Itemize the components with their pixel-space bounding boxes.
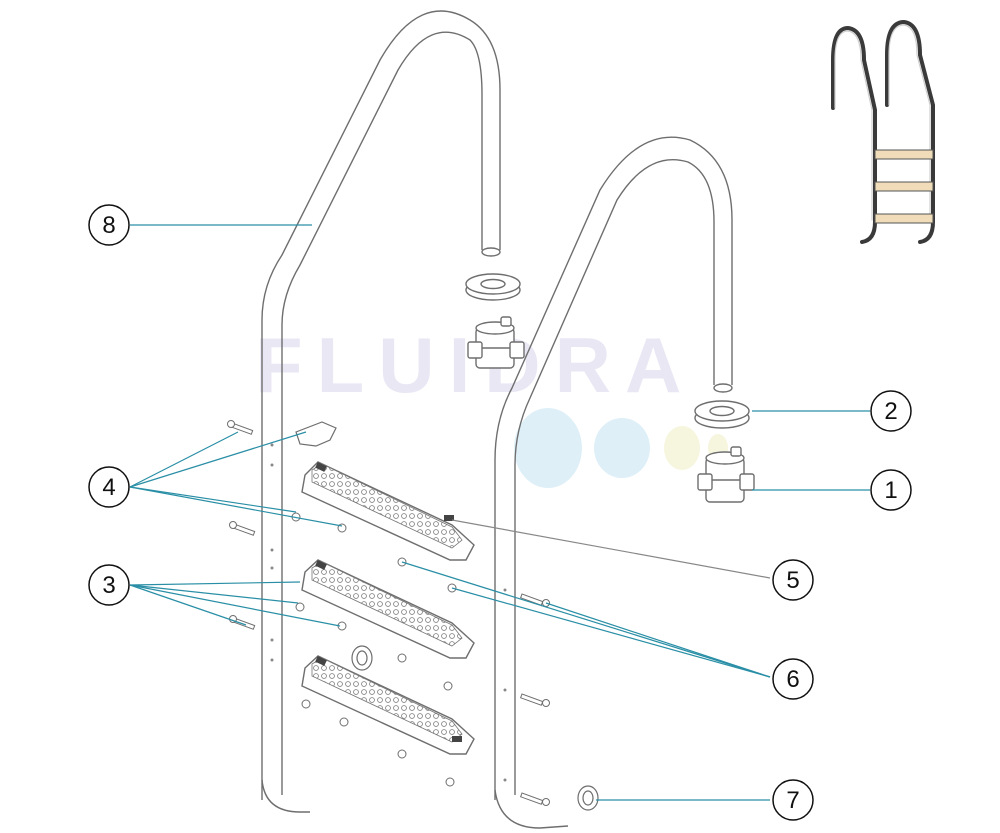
nut [443, 681, 453, 691]
callout-label: 6 [786, 666, 799, 693]
leader-6 [401, 561, 771, 678]
watermark-logo-bubbles [514, 408, 728, 488]
end-cap-bottom [577, 785, 599, 811]
step-bracket [295, 421, 337, 447]
nut [397, 749, 407, 759]
callout-1: 1 [870, 469, 912, 511]
callout-label: 7 [786, 787, 799, 814]
watermark: FLUIDRA [255, 321, 728, 488]
nuts [291, 512, 457, 787]
callout-4: 4 [88, 466, 130, 508]
callout-label: 8 [102, 212, 115, 239]
callout-7: 7 [772, 779, 814, 821]
end-cap-middle [351, 645, 373, 671]
anchor-socket-left [467, 316, 525, 369]
leader-4 [129, 431, 343, 527]
nut [339, 717, 349, 727]
callouts: 8 2 1 4 3 5 6 7 [88, 204, 912, 821]
rail-holes [270, 443, 507, 782]
bolt [229, 521, 256, 536]
nut [445, 777, 455, 787]
anchor-socket-right [697, 446, 755, 503]
nut [295, 602, 305, 612]
leader-3 [129, 581, 341, 627]
callout-label: 1 [884, 477, 897, 504]
step-bottom [301, 655, 475, 755]
left-handrail [261, 10, 501, 813]
bolt [227, 420, 254, 435]
step-top [301, 461, 475, 561]
bolt [519, 792, 550, 806]
thumbnail-steps [874, 149, 934, 224]
watermark-text: FLUIDRA [255, 321, 695, 409]
callout-3: 3 [88, 564, 130, 606]
nut [397, 653, 407, 663]
step-middle [301, 559, 475, 659]
callout-6: 6 [772, 658, 814, 700]
callout-label: 4 [102, 474, 115, 501]
callout-8: 8 [88, 204, 130, 246]
nut [301, 699, 311, 709]
escutcheon-flange-right [694, 400, 750, 429]
bolt [519, 593, 550, 607]
bolt [519, 693, 550, 707]
callout-5: 5 [772, 559, 814, 601]
callout-2: 2 [870, 390, 912, 432]
bolt [229, 615, 256, 630]
callout-label: 2 [884, 398, 897, 425]
leader-5 [451, 519, 771, 579]
callout-label: 5 [786, 567, 799, 594]
ladder-thumbnail [831, 19, 935, 244]
escutcheon-flange-left [465, 273, 521, 301]
callout-label: 3 [102, 572, 115, 599]
right-handrail [494, 136, 733, 829]
leader-lines [129, 224, 870, 801]
